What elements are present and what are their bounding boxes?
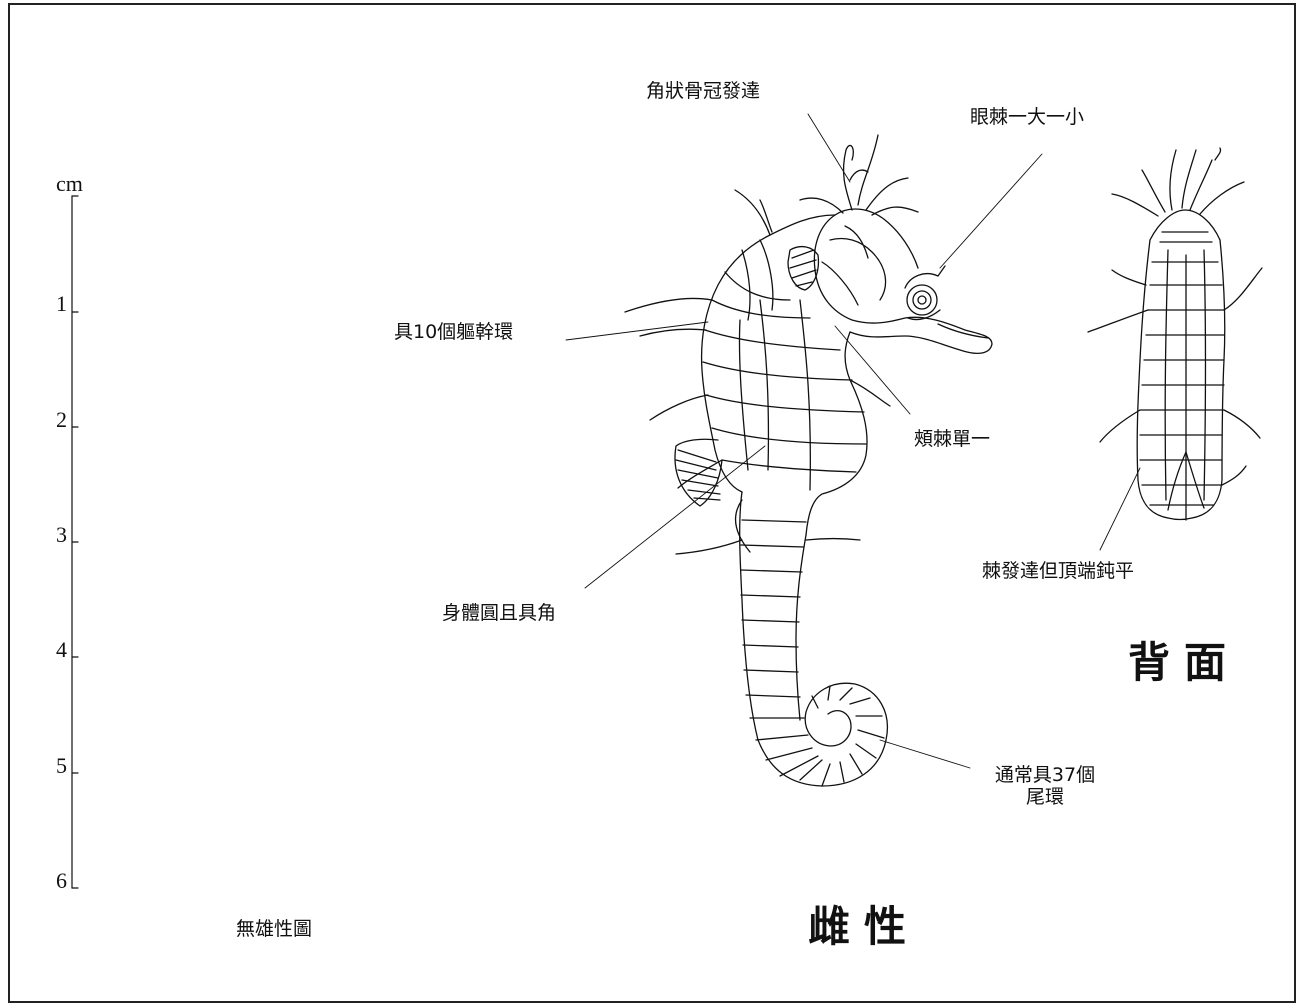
leader-lines <box>565 113 1141 769</box>
scale-tick-5: 5 <box>56 753 67 778</box>
label-no-male: 無雄性圖 <box>236 918 313 940</box>
label-crown: 角狀骨冠發達 <box>646 80 761 102</box>
scale-bar <box>71 195 79 889</box>
title-dorsal: 背面 <box>1128 638 1241 687</box>
scale-unit-label: cm <box>56 171 83 196</box>
label-trunk-rings: 具10個軀幹環 <box>394 321 514 343</box>
label-cheek-spine: 頰棘單一 <box>914 428 991 450</box>
label-tail-rings-line1: 通常具37個 <box>994 764 1096 786</box>
scale-tick-4: 4 <box>56 637 67 662</box>
scale-tick-6: 6 <box>56 868 67 893</box>
scale-tick-2: 2 <box>56 407 67 432</box>
scale-tick-1: 1 <box>56 291 67 316</box>
scale-tick-3: 3 <box>56 522 67 547</box>
label-body: 身體圓且具角 <box>442 602 557 624</box>
label-tail-rings: 通常具37個 尾環 <box>980 764 1110 808</box>
seahorse-lateral <box>624 134 993 787</box>
title-female: 雌性 <box>808 902 921 951</box>
label-eye-spine: 眼棘一大一小 <box>970 106 1085 128</box>
label-spines-blunt: 棘發達但頂端鈍平 <box>982 560 1135 582</box>
seahorse-dorsal <box>1087 147 1263 521</box>
label-tail-rings-line2: 尾環 <box>1025 786 1064 808</box>
